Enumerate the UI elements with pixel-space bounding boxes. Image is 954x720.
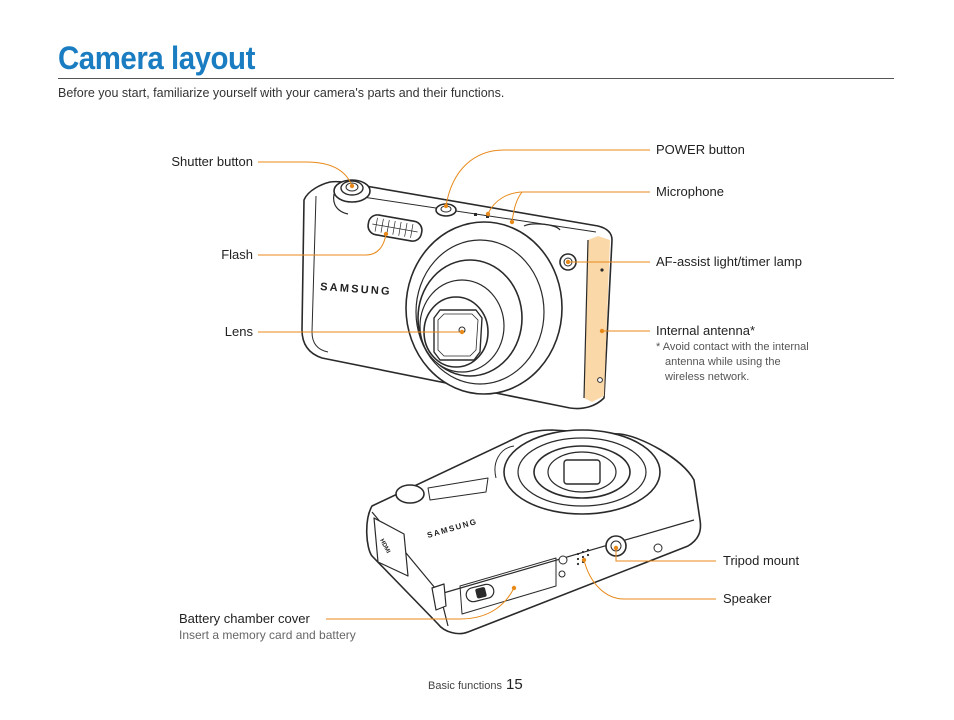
callout-lens: Lens [224,324,253,339]
callout-flash: Flash [221,247,253,262]
leader-tripod [615,548,716,562]
antenna-note: * Avoid contact with the internal antenn… [656,340,809,385]
leader-microphone [487,191,650,215]
antenna-note-line: wireless network. [665,371,750,383]
camera-bottom [365,429,702,635]
brand-logo-front: SAMSUNG [320,281,392,298]
leader-microphone-2 [511,191,523,223]
leader-battery [326,587,515,620]
lens-glass [433,309,483,361]
camera-front [301,179,613,410]
leader-power [445,149,650,207]
leader-flash [258,233,387,256]
antenna-note-line: * Avoid contact with the internal [656,341,809,353]
callout-battery-sub: Insert a memory card and battery [179,628,356,642]
callout-speaker: Speaker [723,591,772,606]
callout-battery-cover: Battery chamber cover [179,611,310,626]
callout-shutter-button: Shutter button [171,154,253,169]
leader-speaker [583,559,716,600]
page-title: Camera layout [58,40,255,76]
footer-section: Basic functions [428,680,502,692]
callout-tripod-mount: Tripod mount [723,553,800,568]
antenna-note-line: antenna while using the [665,356,781,368]
callout-af-assist-lamp: AF-assist light/timer lamp [656,254,802,269]
antenna-highlight [584,236,610,402]
page-number: 15 [505,676,523,693]
title-divider [58,78,894,79]
callout-microphone: Microphone [656,184,724,199]
leader-shutter [258,161,353,187]
page-intro: Before you start, familiarize yourself w… [58,86,505,100]
callout-internal-antenna: Internal antenna* [656,323,756,338]
callout-power-button: POWER button [656,142,745,157]
